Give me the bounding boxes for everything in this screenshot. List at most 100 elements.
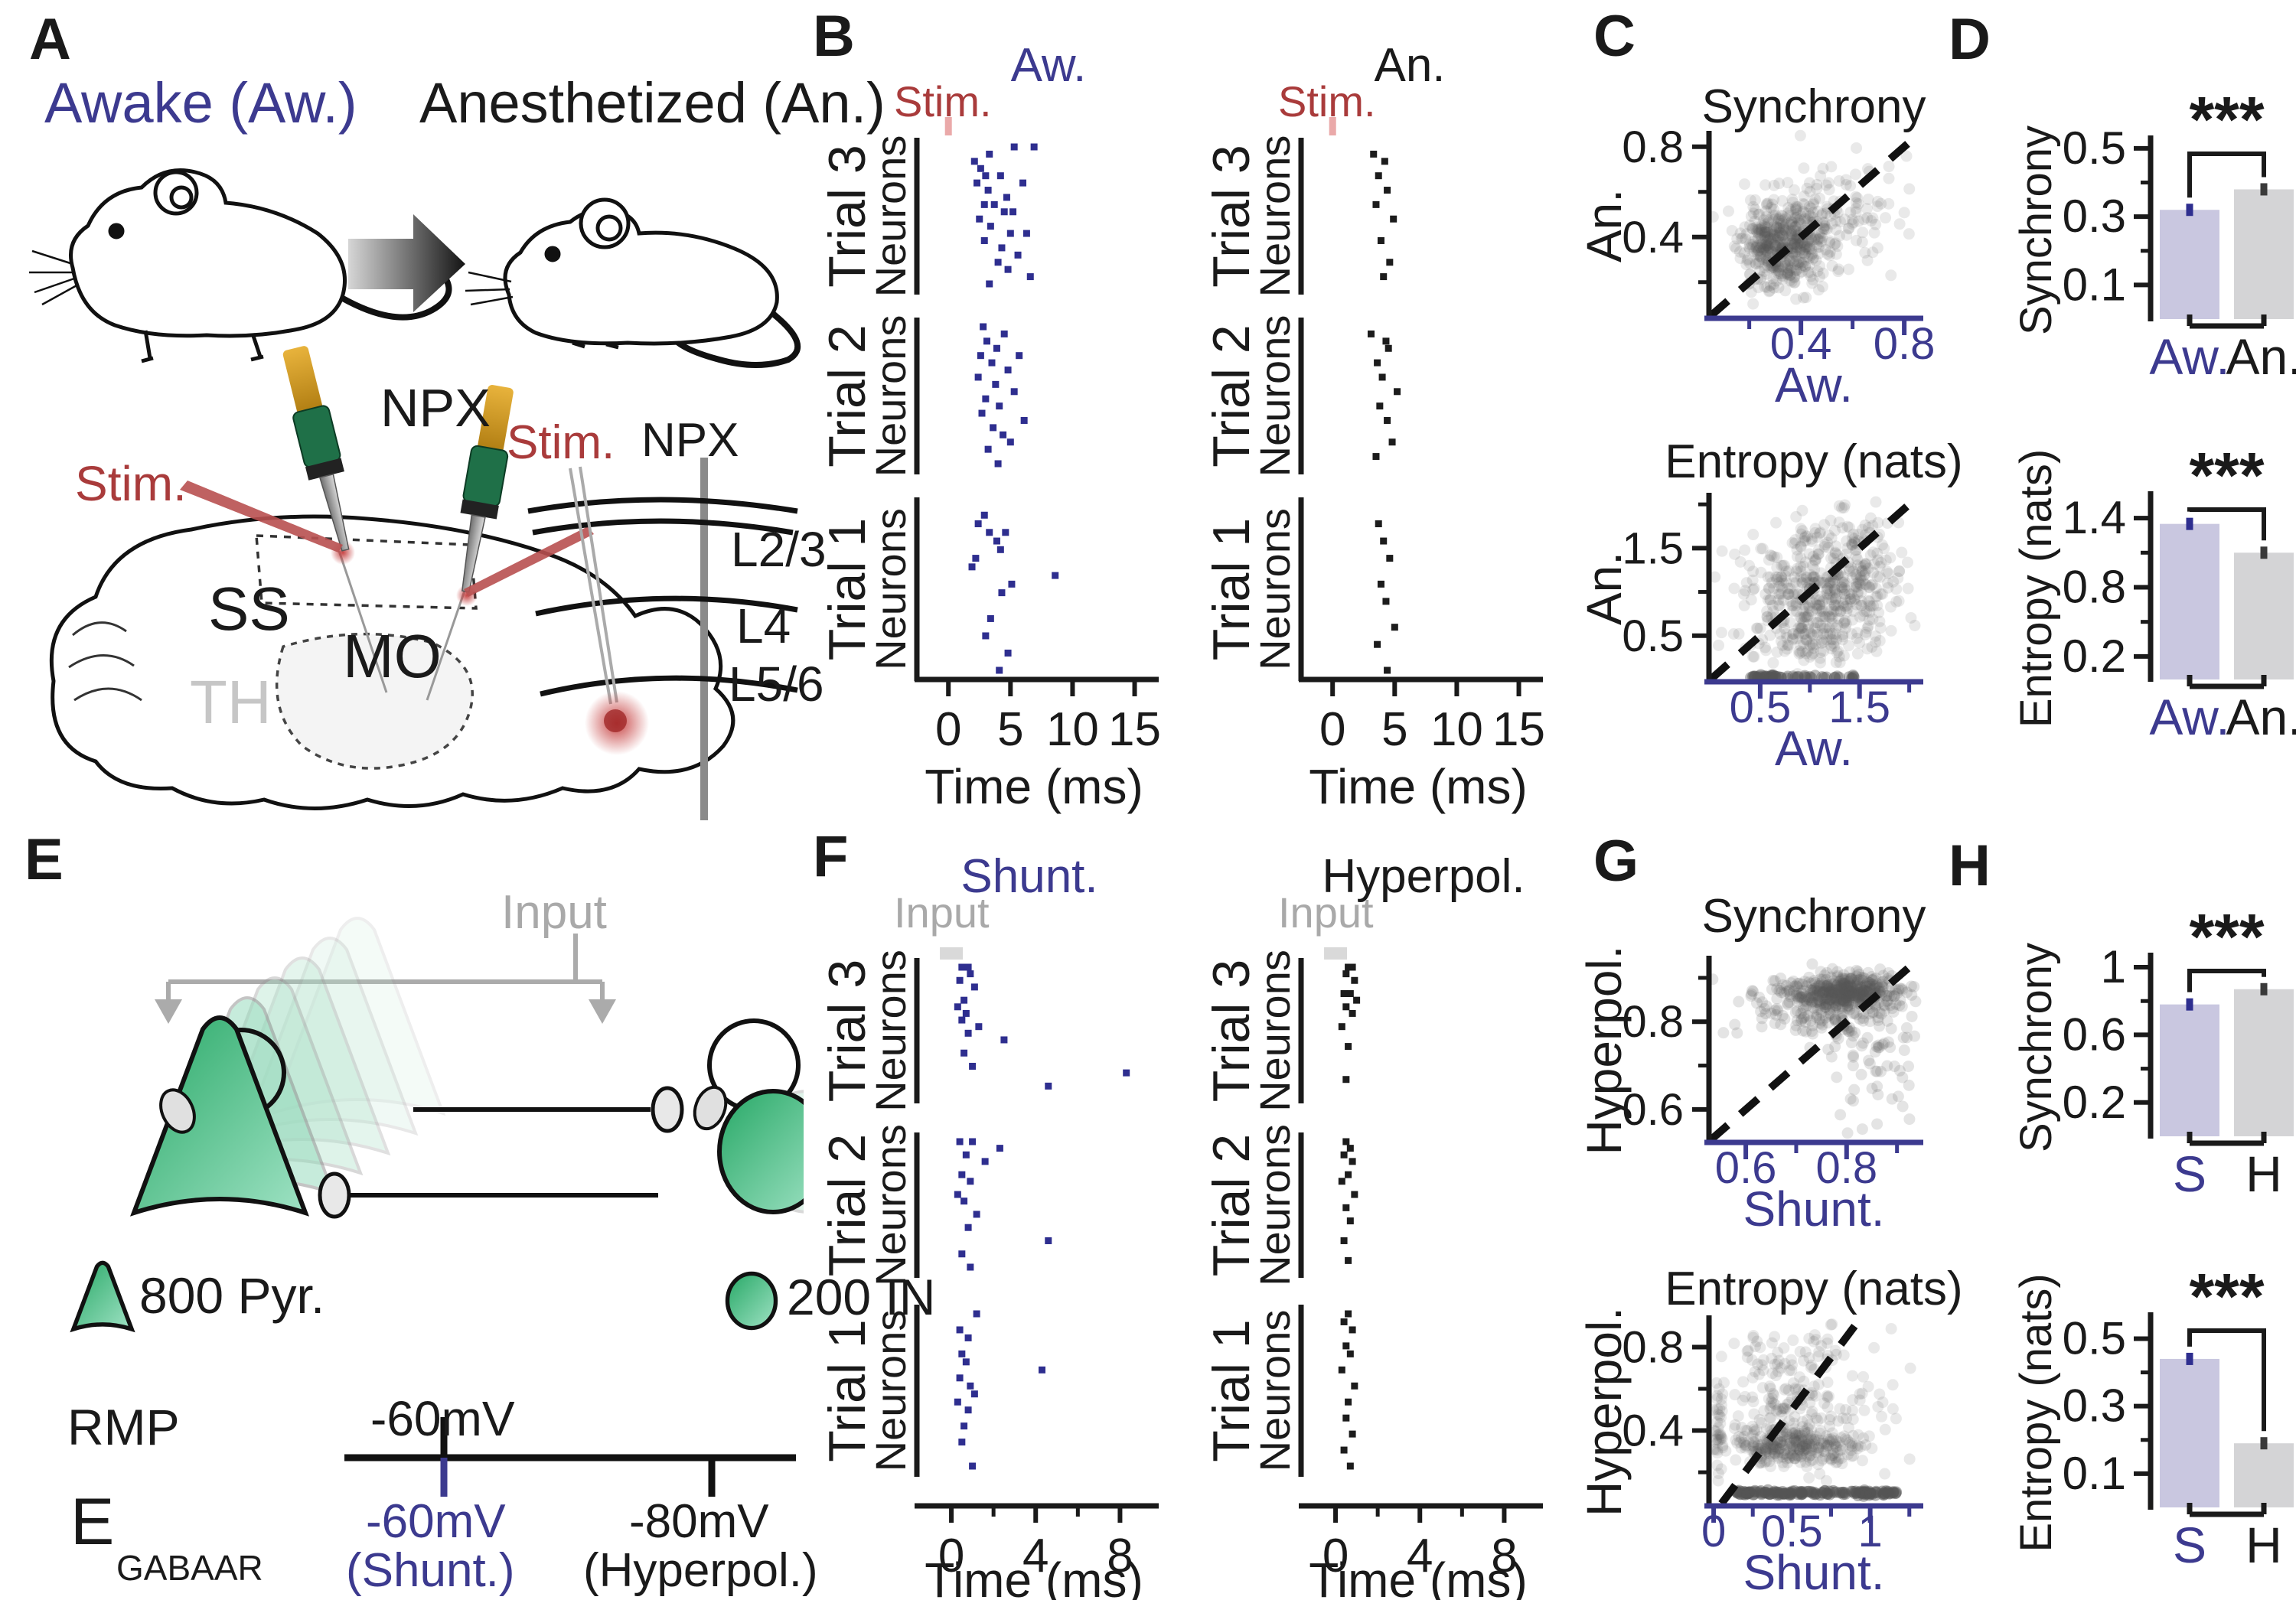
egabaar-subscript: GABAAR — [116, 1548, 263, 1588]
panel-label-f: F — [813, 824, 849, 889]
svg-text:Stim.: Stim. — [894, 77, 992, 125]
svg-text:0.5: 0.5 — [1730, 683, 1792, 732]
input-arrowhead-right — [589, 999, 616, 1024]
in-legend-label: 200 IN — [787, 1269, 936, 1325]
layer-l4-label: L4 — [736, 598, 791, 653]
svg-text:Neurons: Neurons — [1251, 1310, 1299, 1472]
svg-text:S: S — [2173, 1517, 2206, 1573]
svg-text:5: 5 — [997, 703, 1023, 756]
svg-text:***: *** — [2189, 901, 2264, 973]
svg-text:0.8: 0.8 — [1815, 1143, 1877, 1193]
svg-text:0.5: 0.5 — [2063, 122, 2126, 174]
svg-text:1: 1 — [2101, 941, 2126, 992]
svg-text:0.5: 0.5 — [1761, 1507, 1823, 1556]
svg-text:0.6: 0.6 — [2063, 1009, 2126, 1060]
svg-text:Shunt.: Shunt. — [1743, 1181, 1884, 1237]
svg-text:Aw.: Aw. — [1011, 39, 1087, 92]
egabaar-label: E — [70, 1485, 115, 1559]
svg-text:Neurons: Neurons — [1251, 1124, 1299, 1286]
panel-label-g: G — [1593, 829, 1639, 894]
panel-label-c: C — [1593, 4, 1636, 69]
svg-text:4: 4 — [1022, 1530, 1049, 1582]
th-label: TH — [190, 668, 272, 736]
svg-text:Neurons: Neurons — [866, 950, 915, 1112]
svg-text:H: H — [2245, 1517, 2282, 1573]
svg-text:0: 0 — [935, 703, 961, 756]
svg-text:Synchrony: Synchrony — [1702, 890, 1926, 943]
svg-text:0: 0 — [1701, 1507, 1726, 1556]
stim-pipette-left — [180, 481, 343, 552]
svg-text:0.1: 0.1 — [2063, 1448, 2126, 1499]
svg-text:8: 8 — [1491, 1530, 1517, 1582]
svg-text:15: 15 — [1108, 703, 1161, 756]
synapse-connectors — [318, 1086, 684, 1219]
svg-text:Neurons: Neurons — [866, 1124, 915, 1286]
svg-text:Hyperpol.: Hyperpol. — [1322, 850, 1525, 903]
svg-text:Neurons: Neurons — [866, 508, 915, 670]
hyperpol-value-label: -80mV — [629, 1495, 769, 1548]
interneuron-cluster — [693, 1018, 804, 1212]
svg-text:Shunt.: Shunt. — [1743, 1545, 1884, 1600]
svg-text:15: 15 — [1492, 703, 1545, 756]
svg-text:***: *** — [2189, 1260, 2264, 1332]
input-arrowhead-left — [155, 999, 182, 1024]
inset-stim-label: Stim. — [507, 416, 615, 469]
svg-text:Stim.: Stim. — [1278, 77, 1376, 125]
svg-text:0: 0 — [1319, 703, 1345, 756]
npx-label: NPX — [380, 378, 491, 438]
svg-text:Time (ms): Time (ms) — [925, 759, 1143, 814]
svg-text:Trial 1: Trial 1 — [1202, 1319, 1261, 1462]
svg-text:0.6: 0.6 — [1715, 1143, 1777, 1193]
svg-text:Trial 1: Trial 1 — [818, 518, 876, 660]
panel-label-e: E — [24, 827, 64, 892]
svg-text:1.5: 1.5 — [1622, 523, 1684, 573]
svg-text:An.: An. — [2226, 689, 2296, 745]
svg-text:Time (ms): Time (ms) — [1309, 1553, 1528, 1600]
svg-text:Trial 2: Trial 2 — [1202, 324, 1261, 467]
svg-text:An.: An. — [1577, 189, 1632, 262]
svg-text:Neurons: Neurons — [866, 135, 915, 298]
svg-text:H: H — [2245, 1145, 2282, 1202]
svg-text:Synchrony: Synchrony — [2011, 125, 2061, 335]
svg-text:0.4: 0.4 — [1770, 319, 1832, 369]
svg-text:Time (ms): Time (ms) — [1309, 759, 1528, 814]
svg-text:An.: An. — [2226, 328, 2296, 385]
svg-text:0.8: 0.8 — [1622, 997, 1684, 1047]
anesthetized-label: Anesthetized (An.) — [419, 71, 885, 135]
rmp-value-label: -60mV — [370, 1391, 515, 1446]
svg-text:An.: An. — [1577, 552, 1632, 625]
svg-text:0.3: 0.3 — [2063, 191, 2126, 242]
svg-text:Trial 3: Trial 3 — [1202, 960, 1261, 1102]
svg-text:Trial 3: Trial 3 — [1202, 145, 1261, 287]
panel-label-a: A — [29, 7, 71, 72]
svg-text:Shunt.: Shunt. — [960, 850, 1097, 903]
svg-text:S: S — [2173, 1145, 2206, 1202]
svg-text:0.5: 0.5 — [2063, 1312, 2126, 1364]
svg-text:Time (ms): Time (ms) — [925, 1553, 1143, 1600]
panel-label-d: D — [1949, 7, 1991, 72]
svg-text:0.8: 0.8 — [1622, 1322, 1684, 1372]
transition-arrow — [348, 214, 465, 312]
svg-text:Neurons: Neurons — [1251, 135, 1299, 298]
svg-text:0: 0 — [1322, 1530, 1349, 1582]
panel-e-illustration — [0, 917, 804, 1497]
hyperpol-name-label: (Hyperpol.) — [583, 1544, 818, 1597]
input-label: Input — [501, 886, 607, 939]
svg-text:Synchrony: Synchrony — [1702, 80, 1926, 133]
layer-l23-label: L2/3 — [731, 522, 827, 577]
svg-text:0.3: 0.3 — [2063, 1380, 2126, 1432]
svg-text:0.8: 0.8 — [1622, 122, 1684, 172]
svg-text:Neurons: Neurons — [1251, 315, 1299, 477]
svg-text:Synchrony: Synchrony — [2011, 943, 2061, 1152]
svg-text:Trial 1: Trial 1 — [1202, 518, 1261, 660]
svg-text:Aw.: Aw. — [2149, 328, 2229, 385]
svg-text:10: 10 — [1430, 703, 1483, 756]
thalamus-region — [275, 632, 474, 770]
svg-text:Neurons: Neurons — [866, 1310, 915, 1472]
npx-probe-left — [282, 346, 350, 552]
